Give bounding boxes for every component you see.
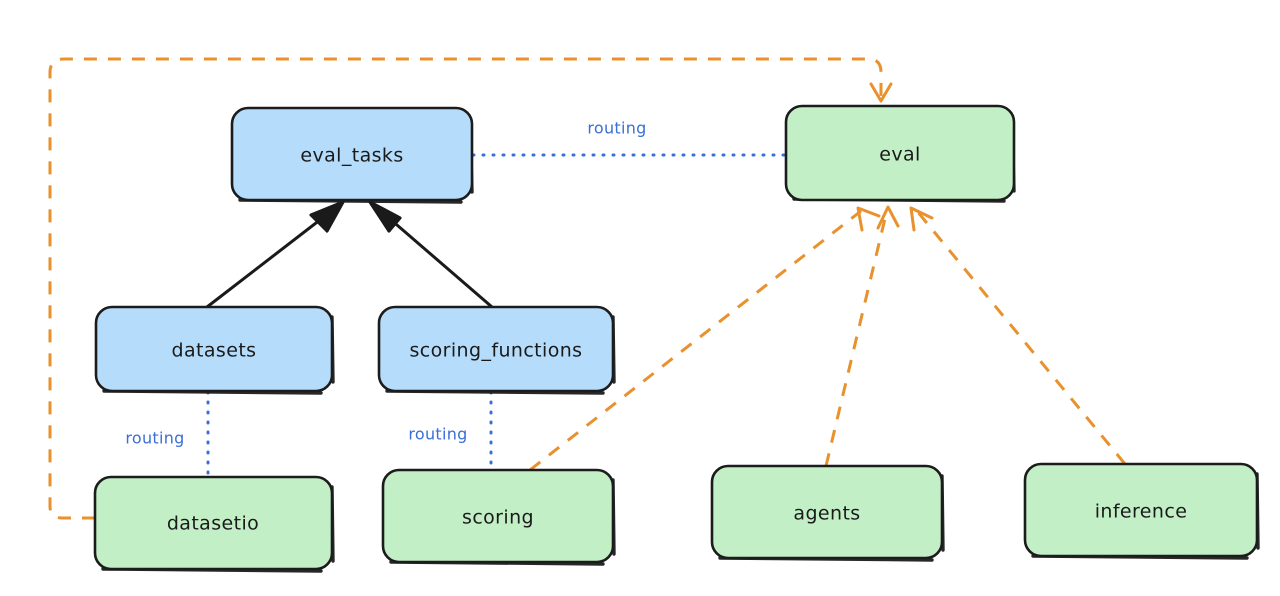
node-eval-tasks-shape: [230, 106, 474, 202]
node-datasets-shape: [94, 305, 334, 393]
edge-scoring-functions-eval-tasks: [368, 200, 494, 309]
edge-label-routing-1: routing: [587, 119, 646, 138]
edge-scoring-eval: [529, 206, 881, 472]
edge-datasets-eval-tasks: [205, 200, 345, 309]
edge-inference-eval: [909, 206, 1127, 465]
node-inference-shape: [1023, 462, 1259, 558]
node-datasets[interactable]: datasets: [94, 305, 335, 395]
edge-label-scoring-functions-scoring: routing: [393, 420, 483, 448]
node-eval[interactable]: eval: [784, 104, 1016, 203]
edge-label-eval-tasks-eval: routing: [572, 114, 662, 142]
node-scoring[interactable]: scoring: [381, 468, 616, 566]
edge-label-bg: [393, 420, 483, 448]
node-eval-tasks-label: eval_tasks: [300, 145, 403, 167]
node-agents-shape: [710, 464, 944, 560]
node-scoring-functions-label: scoring_functions: [410, 340, 583, 362]
edge-label-routing-3: routing: [408, 425, 467, 444]
node-agents[interactable]: agents: [710, 464, 945, 562]
node-eval-tasks[interactable]: eval_tasks: [230, 106, 474, 204]
edge-label-routing-2: routing: [125, 429, 184, 448]
node-inference[interactable]: inference: [1023, 462, 1260, 560]
edge-agents-eval: [824, 205, 900, 467]
node-agents-label: agents: [793, 503, 860, 525]
node-eval-label: eval: [879, 144, 920, 166]
edge-label-bg: [110, 424, 200, 452]
node-inference-label: inference: [1095, 501, 1188, 523]
node-scoring-label: scoring: [462, 507, 534, 529]
node-datasetio[interactable]: datasetio: [93, 475, 335, 573]
node-scoring-functions[interactable]: scoring_functions: [377, 305, 616, 395]
node-datasetio-shape: [93, 475, 334, 571]
edge-label-bg: [572, 114, 662, 142]
node-eval-shape: [784, 104, 1016, 202]
node-datasets-label: datasets: [172, 340, 257, 362]
node-datasetio-label: datasetio: [167, 513, 259, 535]
node-scoring-functions-shape: [377, 305, 615, 393]
edge-datasetio-eval: [48, 57, 893, 520]
node-scoring-shape: [381, 468, 615, 564]
edge-label-datasets-datasetio: routing: [110, 424, 200, 452]
